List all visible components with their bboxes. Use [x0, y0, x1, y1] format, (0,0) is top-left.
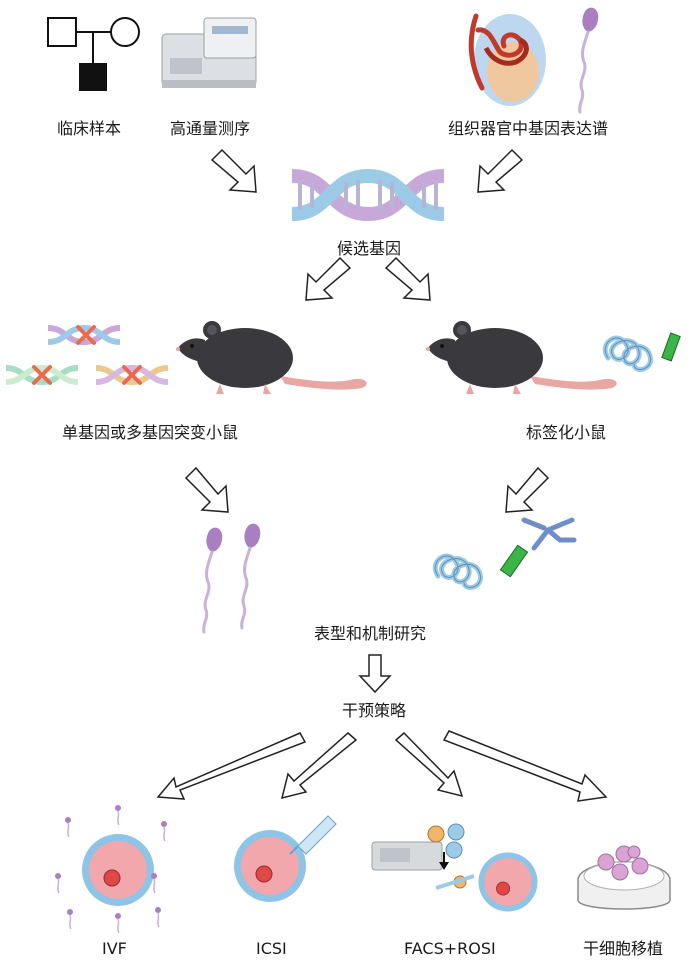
protein-tag-icon: [605, 332, 681, 369]
label-clinical-samples: 临床样本: [57, 119, 122, 138]
arrow-genes-to-mutant: [305, 256, 352, 301]
dna-helix-icon: [291, 168, 445, 222]
label-candidate-genes: 候选基因: [337, 239, 402, 258]
oocyte-icon: [233, 829, 307, 903]
cell-sorter-icon: [371, 823, 475, 890]
label-stem-cell: 干细胞移植: [583, 939, 664, 958]
arrow-mutant-to-phenotype: [184, 466, 229, 513]
label-phenotype-mechanism: 表型和机制研究: [314, 624, 427, 643]
oocyte-icon: [54, 804, 168, 934]
pedigree-icon: [47, 17, 140, 91]
knockout-dna-icon: [5, 324, 169, 386]
sperm-icon: [202, 526, 224, 634]
label-mutant-mice: 单基因或多基因突变小鼠: [62, 423, 239, 442]
arrow-tagged-to-phenotype: [505, 466, 550, 513]
label-ivf: IVF: [102, 939, 127, 958]
petri-dish-icon: [577, 845, 671, 910]
testis-icon: [468, 13, 546, 106]
label-tagged-mice: 标签化小鼠: [526, 423, 607, 442]
sequencer-icon: [161, 17, 257, 88]
arrow-ngs-to-genes: [210, 148, 257, 193]
sperm-icon: [578, 6, 600, 114]
label-organ-expression: 组织器官中基因表达谱: [448, 119, 609, 138]
arrow-genes-to-tagged: [384, 256, 431, 301]
arrow-to-icsi: [280, 732, 358, 800]
arrow-to-stem-cell: [442, 730, 608, 802]
antibody-icon: [521, 517, 577, 551]
label-intervention: 干预策略: [342, 701, 407, 720]
pipette-icon: [289, 815, 337, 855]
mouse-icon: [426, 321, 617, 394]
sperm-icon: [240, 522, 262, 630]
arrow-phenotype-to-intervention: [358, 654, 392, 694]
arrow-to-ivf: [156, 732, 307, 800]
label-ngs: 高通量测序: [170, 119, 251, 138]
label-icsi: ICSI: [256, 939, 287, 958]
protein-tag-icon: [435, 544, 529, 587]
label-facs-rosi: FACS+ROSI: [404, 939, 496, 958]
oocyte-icon: [478, 852, 538, 912]
mouse-icon: [176, 321, 367, 394]
arrow-expression-to-genes: [477, 148, 524, 193]
arrow-to-facs: [394, 731, 464, 798]
